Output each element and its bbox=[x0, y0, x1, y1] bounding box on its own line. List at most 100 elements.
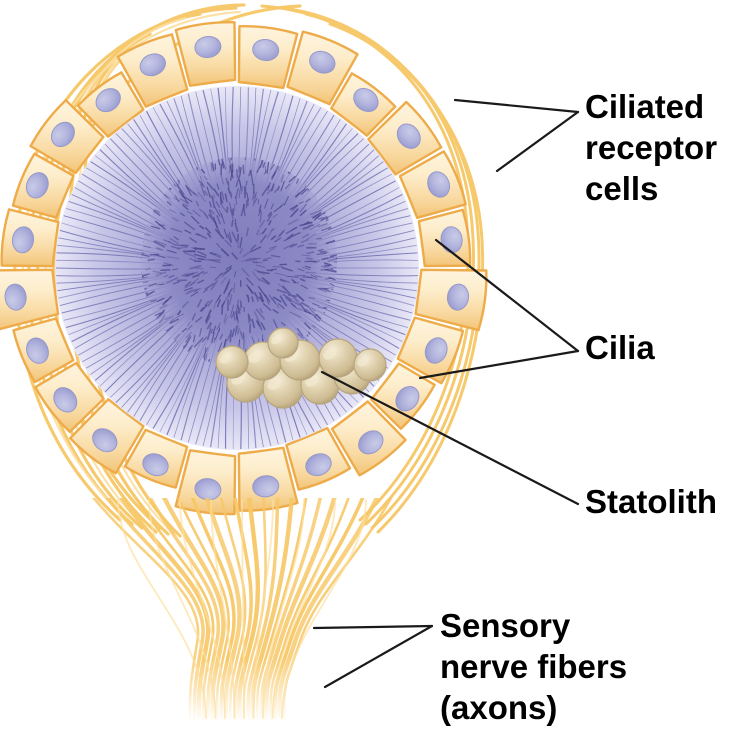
core-texture-stroke bbox=[323, 287, 331, 293]
core-texture-stroke bbox=[252, 191, 258, 199]
core-texture-stroke bbox=[223, 228, 228, 239]
core-texture-stroke bbox=[245, 294, 250, 300]
core-texture-stroke bbox=[240, 185, 244, 195]
core-texture-stroke bbox=[324, 263, 333, 267]
core-texture-stroke bbox=[245, 258, 258, 262]
core-texture-stroke bbox=[211, 332, 215, 344]
cell-nucleus bbox=[25, 172, 49, 199]
core-texture-stroke bbox=[278, 283, 287, 291]
core-texture-stroke bbox=[291, 232, 301, 238]
core-texture-stroke bbox=[327, 257, 337, 262]
core-texture-stroke bbox=[201, 336, 208, 343]
core-texture-stroke bbox=[195, 200, 200, 207]
core-texture-stroke bbox=[286, 275, 299, 278]
core-texture-stroke bbox=[184, 281, 196, 289]
sensory-nerve-fiber bbox=[273, 498, 365, 724]
core-texture-stroke bbox=[190, 291, 199, 297]
cell-nucleus bbox=[358, 430, 384, 455]
core-texture-stroke bbox=[251, 174, 254, 186]
core-texture-stroke bbox=[220, 204, 227, 212]
core-texture-stroke bbox=[188, 344, 193, 350]
core-texture-stroke bbox=[191, 247, 197, 251]
cell-nucleus bbox=[309, 50, 336, 74]
core-texture-stroke bbox=[151, 209, 161, 216]
core-texture-stroke bbox=[239, 330, 244, 340]
leader-line-sensory-nerve-fibers bbox=[323, 624, 434, 689]
core-texture-stroke bbox=[212, 325, 217, 334]
core-texture-stroke bbox=[290, 208, 299, 218]
core-texture-stroke bbox=[283, 243, 295, 250]
core-texture-stroke bbox=[301, 254, 311, 257]
core-texture-stroke bbox=[253, 157, 258, 161]
core-texture-stroke bbox=[309, 209, 323, 216]
core-texture-stroke bbox=[143, 245, 152, 249]
core-texture-stroke bbox=[174, 194, 180, 203]
statolith-highlight bbox=[219, 354, 231, 364]
core-texture-stroke bbox=[237, 327, 241, 335]
core-texture-stroke bbox=[297, 268, 305, 272]
core-texture-stroke bbox=[255, 308, 265, 320]
core-texture-stroke bbox=[321, 257, 329, 261]
core-texture-stroke bbox=[203, 347, 207, 360]
core-texture-stroke bbox=[197, 191, 206, 202]
label-line: Sensory bbox=[440, 607, 571, 644]
core-texture-stroke bbox=[183, 287, 193, 292]
core-texture-stroke bbox=[238, 189, 241, 199]
core-texture-stroke bbox=[230, 304, 234, 318]
core-texture-stroke bbox=[309, 223, 320, 231]
core-texture-stroke bbox=[172, 217, 179, 222]
core-texture-stroke bbox=[186, 211, 193, 215]
statolith-highlight bbox=[323, 348, 337, 360]
cell-nucleus bbox=[424, 337, 448, 364]
core-texture-stroke bbox=[272, 319, 278, 329]
core-texture-stroke bbox=[231, 231, 238, 244]
core-texture-stroke bbox=[320, 268, 333, 271]
core-texture-stroke bbox=[172, 268, 179, 271]
core-texture-stroke bbox=[166, 325, 174, 332]
core-texture-stroke bbox=[189, 265, 202, 270]
core-texture-stroke bbox=[228, 292, 231, 298]
core-texture-stroke bbox=[266, 269, 273, 272]
core-texture-stroke bbox=[148, 283, 157, 287]
core-texture-stroke bbox=[232, 311, 236, 321]
leader-line-ciliated-receptor-cells bbox=[495, 110, 580, 173]
cell-nucleus bbox=[53, 387, 78, 413]
cupula-core bbox=[141, 157, 337, 367]
core-texture-stroke bbox=[305, 257, 313, 260]
core-texture-stroke bbox=[330, 266, 337, 269]
leader-line-sensory-nerve-fibers bbox=[312, 624, 434, 630]
core-texture-stroke bbox=[242, 332, 245, 339]
label-line: Ciliated bbox=[585, 88, 704, 125]
core-texture-stroke bbox=[236, 315, 239, 324]
leader-lines-layer bbox=[312, 98, 580, 689]
cell-nucleus bbox=[252, 38, 280, 62]
core-texture-stroke bbox=[270, 183, 275, 192]
core-texture-stroke bbox=[217, 295, 221, 300]
sensory-nerve-fiber bbox=[233, 498, 253, 724]
core-texture-stroke bbox=[178, 190, 185, 199]
core-texture-stroke bbox=[220, 175, 225, 185]
cell-nucleus bbox=[4, 283, 27, 311]
core-texture-stroke bbox=[213, 303, 216, 309]
core-texture-stroke bbox=[270, 203, 274, 210]
core-texture-stroke bbox=[227, 233, 232, 244]
core-texture-stroke bbox=[205, 315, 211, 325]
sensory-nerve-fiber bbox=[246, 498, 280, 724]
core-texture-stroke bbox=[299, 209, 307, 217]
core-texture-stroke bbox=[158, 311, 165, 317]
core-texture-stroke bbox=[199, 225, 205, 230]
core-texture-stroke bbox=[198, 180, 205, 188]
core-texture-stroke bbox=[251, 336, 255, 343]
core-texture-stroke bbox=[228, 202, 233, 214]
core-texture-stroke bbox=[303, 220, 310, 226]
core-texture-stroke bbox=[208, 258, 221, 264]
core-texture-stroke bbox=[156, 297, 165, 303]
core-texture-stroke bbox=[279, 295, 288, 307]
core-texture-stroke bbox=[304, 322, 311, 330]
core-texture-stroke bbox=[238, 339, 241, 347]
core-texture-stroke bbox=[153, 240, 166, 248]
core-texture-stroke bbox=[214, 328, 221, 341]
cell-nucleus bbox=[95, 88, 121, 113]
core-texture-stroke bbox=[205, 354, 208, 362]
core-texture-stroke bbox=[323, 266, 330, 269]
